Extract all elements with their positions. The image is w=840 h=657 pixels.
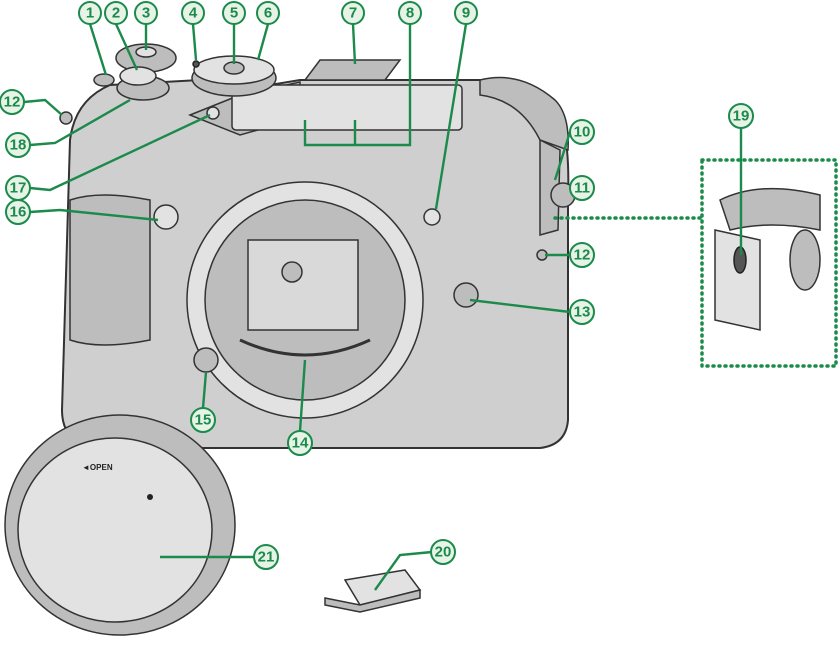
svg-text:9: 9 <box>462 5 470 22</box>
callout-2: 2 <box>104 1 128 25</box>
callout-6: 6 <box>256 1 280 25</box>
callout-11: 11 <box>569 175 595 201</box>
callout-3: 3 <box>134 1 158 25</box>
svg-text:1: 1 <box>86 5 94 22</box>
callout-10: 10 <box>569 119 595 145</box>
callout-14: 14 <box>287 430 313 456</box>
svg-text:8: 8 <box>406 5 414 22</box>
svg-text:12: 12 <box>574 247 591 264</box>
terminal-inset <box>553 158 838 368</box>
body-cap-open-label: ◄OPEN <box>82 463 113 472</box>
svg-text:18: 18 <box>10 137 27 154</box>
svg-text:20: 20 <box>435 544 452 561</box>
hot-shoe-cover <box>324 569 422 613</box>
svg-text:16: 16 <box>10 204 27 221</box>
svg-text:6: 6 <box>264 5 272 22</box>
callout-7: 7 <box>341 1 365 25</box>
lens-mount <box>153 138 576 419</box>
callout-5: 5 <box>222 1 246 25</box>
callout-15: 15 <box>190 407 216 433</box>
svg-text:11: 11 <box>574 180 590 197</box>
callout-13: 13 <box>569 299 595 325</box>
leader-lines <box>23 23 743 591</box>
callout-12-right: 12 <box>569 242 595 268</box>
body-cap: ◄OPEN <box>4 414 236 636</box>
svg-text:13: 13 <box>574 304 591 321</box>
callout-9: 9 <box>454 1 478 25</box>
callout-17: 17 <box>5 175 31 201</box>
callout-12-left: 12 <box>0 89 25 115</box>
svg-text:7: 7 <box>349 5 357 22</box>
svg-text:21: 21 <box>258 549 275 566</box>
callout-20: 20 <box>430 539 456 565</box>
svg-text:5: 5 <box>230 5 238 22</box>
svg-text:19: 19 <box>733 108 750 125</box>
svg-text:4: 4 <box>189 5 198 22</box>
svg-text:17: 17 <box>10 180 27 197</box>
dials <box>59 43 402 125</box>
svg-text:10: 10 <box>574 124 591 141</box>
svg-text:3: 3 <box>142 5 150 22</box>
svg-text:12: 12 <box>4 94 21 111</box>
svg-text:15: 15 <box>195 412 212 429</box>
callout-1: 1 <box>78 1 102 25</box>
callout-21: 21 <box>253 544 279 570</box>
callout-18: 18 <box>5 132 31 158</box>
callout-16: 16 <box>5 199 31 225</box>
callout-8: 8 <box>398 1 422 25</box>
callout-19: 19 <box>728 103 754 129</box>
svg-text:2: 2 <box>112 5 120 22</box>
svg-text:14: 14 <box>292 435 309 452</box>
callout-4: 4 <box>181 1 205 25</box>
